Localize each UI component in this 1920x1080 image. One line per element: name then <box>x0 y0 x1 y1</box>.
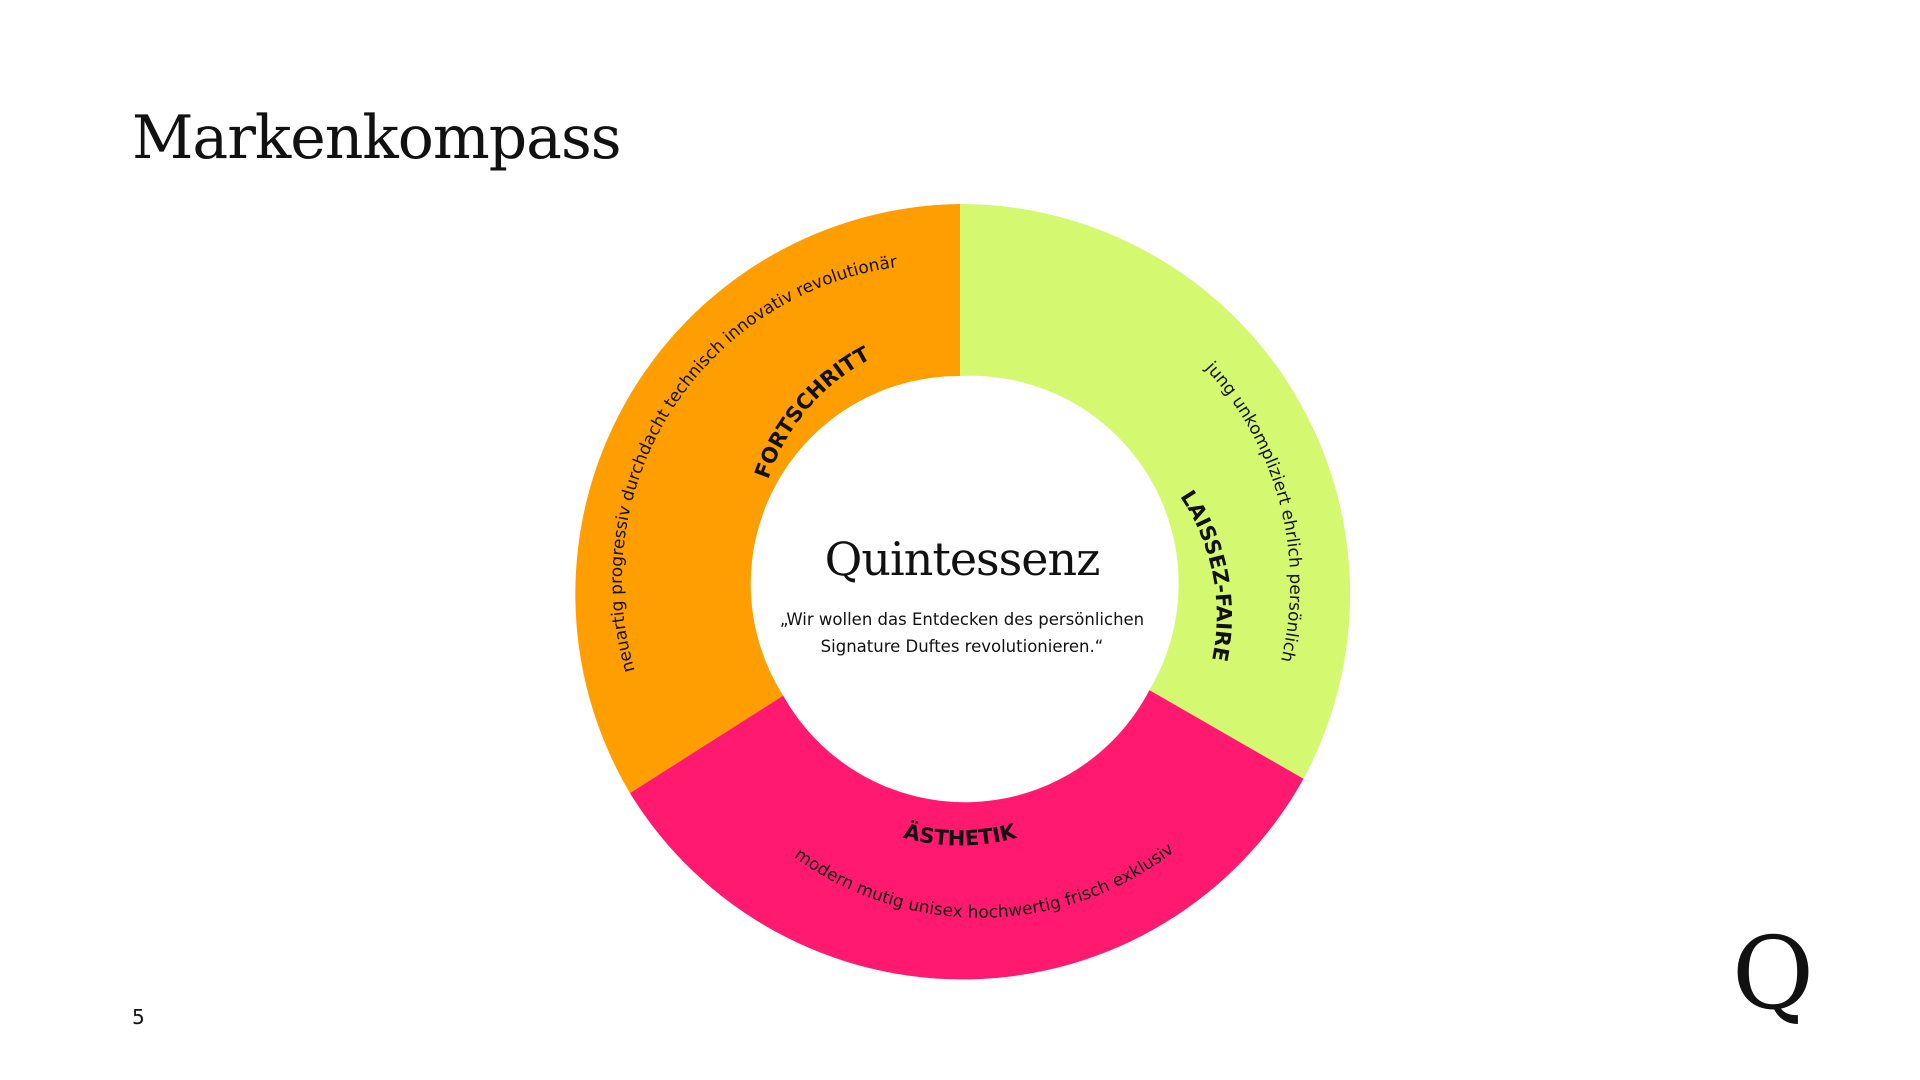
segment-aesthetik <box>630 690 1304 980</box>
segment-laissez-faire <box>960 204 1351 779</box>
brand-logo-letter: Q <box>1732 915 1814 1032</box>
slide-title: Markenkompass <box>132 103 622 173</box>
page-number: 5 <box>132 1005 145 1029</box>
segment-fortschritt <box>575 204 960 794</box>
brand-logo-q: Q <box>1732 915 1814 1032</box>
center-quote-line-2: Signature Duftes revolutionieren.“ <box>821 637 1104 656</box>
center-title: Quintessenz <box>825 532 1100 586</box>
center-quote-line-1: „Wir wollen das Entdecken des persönlich… <box>780 610 1144 629</box>
